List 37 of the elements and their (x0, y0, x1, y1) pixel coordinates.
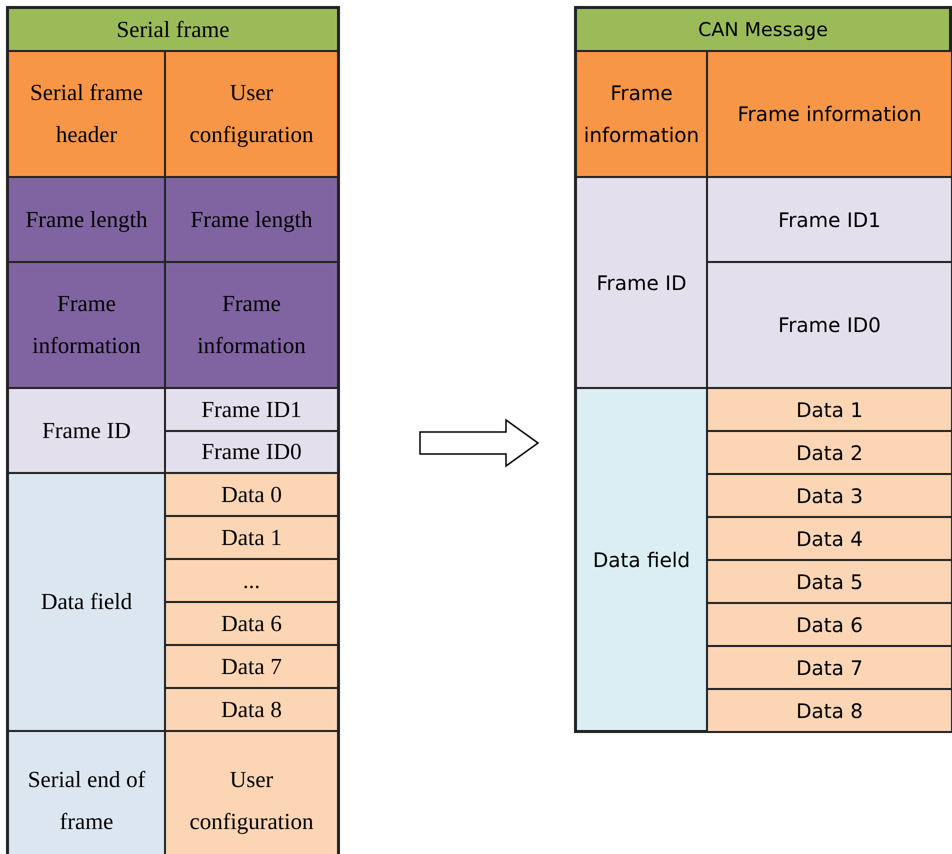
table-cell: Frame length (165, 177, 338, 262)
table-cell: Data 6 (165, 602, 338, 645)
table-cell: Frame ID (8, 388, 165, 473)
table-cell: Data 2 (707, 431, 952, 474)
table-cell: Frame ID1 (707, 177, 952, 262)
table-cell: Frame ID1 (165, 388, 338, 431)
table-cell: Data 7 (165, 645, 338, 688)
table-cell: Frame information (8, 262, 165, 388)
table-cell: Frame ID (576, 177, 707, 388)
table-cell: Data 3 (707, 474, 952, 517)
table-cell: Frame ID0 (707, 262, 952, 388)
table-cell: Data 0 (165, 473, 338, 516)
table-cell: Frame ID0 (165, 431, 338, 473)
table-cell: Data field (8, 473, 165, 731)
table-cell: Frame information (165, 262, 338, 388)
table-header: Serial frame (8, 8, 338, 51)
table-cell: Data 1 (707, 388, 952, 431)
block-arrow (419, 418, 540, 468)
table-cell: User configuration (165, 731, 338, 854)
table-cell: Serial end of frame (8, 731, 165, 854)
table-cell: Serial frame header (8, 51, 165, 177)
table-cell: Data field (576, 388, 707, 731)
table-cell: Data 4 (707, 517, 952, 560)
table-cell: User configuration (165, 51, 338, 177)
table-cell: ... (165, 559, 338, 602)
table-cell: Data 8 (707, 689, 952, 732)
table-cell: Data 6 (707, 603, 952, 646)
table-cell: Frame information (576, 51, 707, 177)
table-cell: Frame length (8, 177, 165, 262)
table-cell: Data 5 (707, 560, 952, 603)
frame-table (574, 6, 952, 733)
frame-table (6, 6, 340, 854)
table-cell: Data 7 (707, 646, 952, 689)
table-cell: Frame information (707, 51, 952, 177)
table-header: CAN Message (576, 8, 950, 51)
table-cell: Data 1 (165, 516, 338, 559)
table-cell: Data 8 (165, 688, 338, 731)
